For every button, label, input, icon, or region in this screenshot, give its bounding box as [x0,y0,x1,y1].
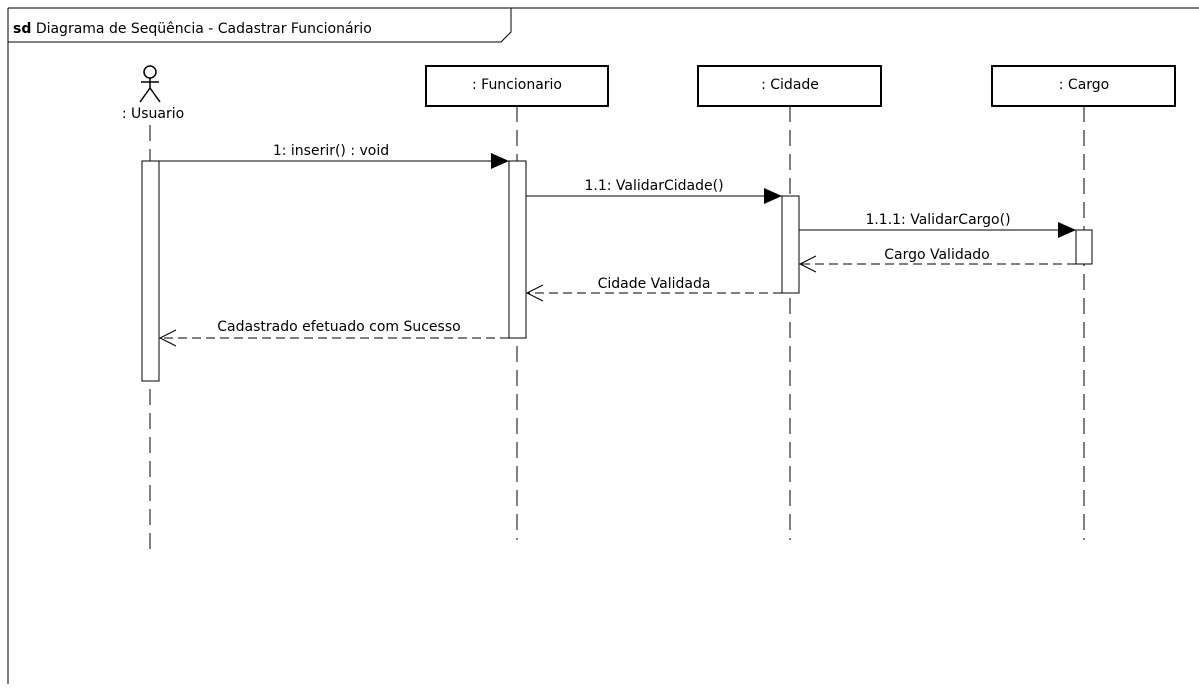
lifeline-head-cargo [991,65,1176,107]
lifeline-label-funcionario: : Funcionario [472,77,562,93]
diagram-frame: sd Diagrama de Seqüência - Cadastrar Fun… [7,7,1199,684]
reply-arrowhead [158,329,177,347]
message-label: 1.1: ValidarCidade() [584,178,723,194]
activation-bar-funcionario [508,160,527,339]
sync-arrowhead [491,153,509,169]
reply-arrowhead [798,255,817,273]
message-cadastrado-sucesso: Cadastrado efetuado com Sucesso [158,319,509,347]
message-label: Cidade Validada [598,276,711,292]
lifeline-label-cidade: : Cidade [761,77,819,93]
lifeline-funcionario: : Funcionario [425,65,609,540]
frame-keyword: sd [13,21,31,37]
reply-arrowhead [525,284,544,302]
sync-arrowhead [1058,222,1076,238]
message-validar-cargo: 1.1.1: ValidarCargo() [799,212,1076,238]
frame-title: sd Diagrama de Seqüência - Cadastrar Fun… [13,21,372,37]
actor-icon [139,65,161,103]
frame-title-text: Diagrama de Seqüência - Cadastrar Funcio… [36,21,372,37]
message-label: 1.1.1: ValidarCargo() [865,212,1010,228]
lifeline-cargo: : Cargo [991,65,1176,540]
sync-arrowhead [764,188,782,204]
message-inserir: 1: inserir() : void [159,143,509,169]
lifeline-head-funcionario [425,65,609,107]
message-cargo-validado: Cargo Validado [798,247,1076,273]
message-label: Cargo Validado [884,247,990,263]
lifeline-usuario: : Usuario [122,65,184,552]
lifeline-cidade: : Cidade [697,65,882,540]
activation-bar-cidade [781,195,800,294]
lifeline-label-usuario: : Usuario [122,106,184,122]
message-validar-cidade: 1.1: ValidarCidade() [526,178,782,204]
message-label: Cadastrado efetuado com Sucesso [217,319,460,335]
activation-bar-usuario [141,160,160,382]
activation-bar-cargo [1075,229,1093,265]
message-cidade-validada: Cidade Validada [525,276,782,302]
lifeline-label-cargo: : Cargo [1059,77,1109,93]
message-label: 1: inserir() : void [273,143,389,159]
